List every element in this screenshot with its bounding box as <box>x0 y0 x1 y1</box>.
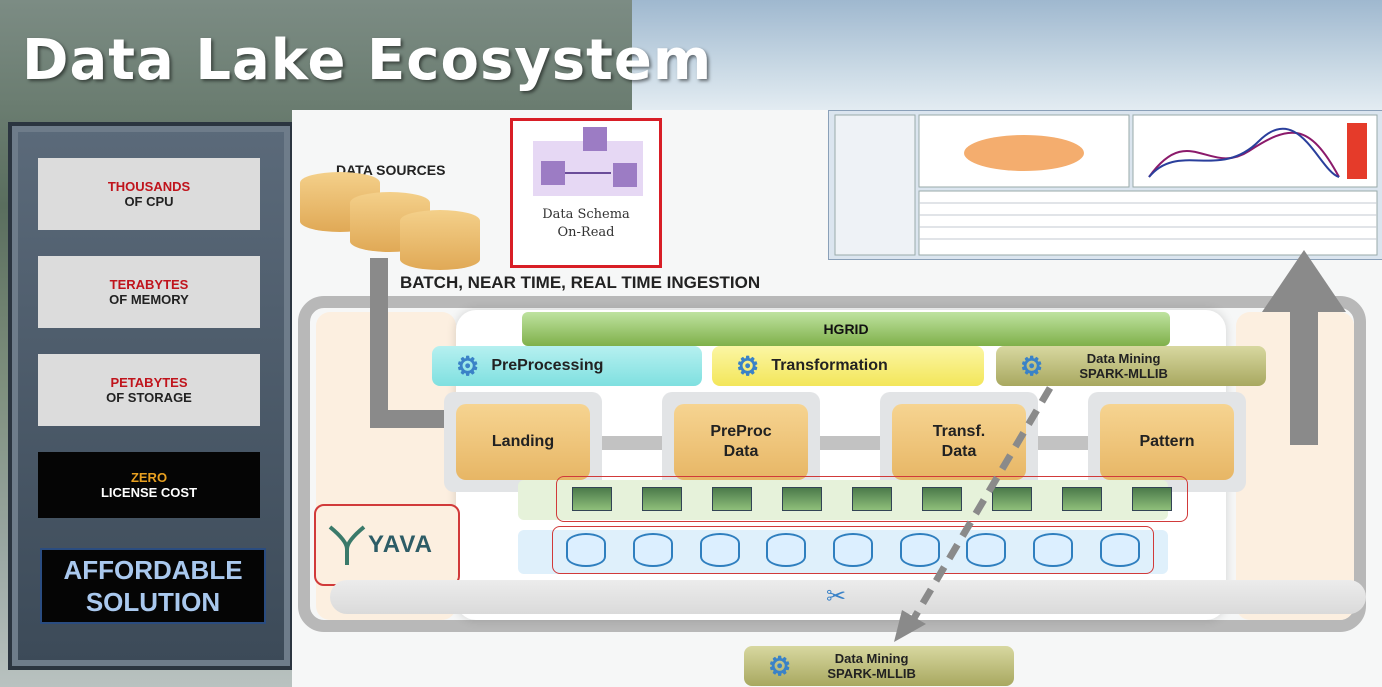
gear-icon: ⚙ <box>1020 350 1044 381</box>
preproc-store: PreProc Data <box>674 404 808 480</box>
stat-card-cpu: THOUSANDS OF CPU <box>38 158 260 230</box>
stat-card-license: ZERO LICENSE COST <box>38 452 260 518</box>
transformation-pill: ⚙ Transformation <box>712 346 984 386</box>
pattern-store: Pattern <box>1100 404 1234 480</box>
server-icon <box>712 487 752 511</box>
server-icon <box>1062 487 1102 511</box>
disk-icon <box>766 533 807 567</box>
hgrid-bar: HGRID <box>522 312 1170 346</box>
yava-logo-icon <box>328 525 366 565</box>
page-title: Data Lake Ecosystem <box>22 28 713 93</box>
yava-label: YAVA <box>368 531 433 558</box>
stat-highlight: ZERO <box>130 470 168 485</box>
disk-icon <box>699 533 740 567</box>
server-icon <box>922 487 962 511</box>
ingest-arrow-shaft <box>370 258 388 428</box>
disk-icon <box>832 533 873 567</box>
server-icon <box>1132 487 1172 511</box>
data-mining-line2: SPARK-MLLIB <box>1079 366 1168 381</box>
stat-text: OF CPU <box>124 194 174 209</box>
stat-highlight: THOUSANDS <box>107 179 191 194</box>
stat-highlight: PETABYTES <box>110 375 188 390</box>
stat-text: OF MEMORY <box>109 292 189 307</box>
store-label: PreProc <box>710 423 772 440</box>
stat-card-storage: PETABYTES OF STORAGE <box>38 354 260 426</box>
preprocessing-pill: ⚙ PreProcessing <box>432 346 702 386</box>
store-label: Landing <box>491 433 555 450</box>
data-mining-pill-bottom: ⚙ Data Mining SPARK-MLLIB <box>744 646 1014 686</box>
data-mining-line1: Data Mining <box>1086 351 1161 366</box>
gear-icon: ⚙ <box>768 650 792 681</box>
disk-icon <box>899 533 940 567</box>
data-mining-line1: Data Mining <box>834 651 909 666</box>
gear-icon: ⚙ <box>456 350 480 381</box>
yava-logo: YAVA <box>314 504 460 586</box>
stat-text: OF STORAGE <box>106 390 192 405</box>
output-arrow-shaft <box>1290 305 1318 445</box>
output-arrow-head <box>1262 250 1346 312</box>
ecosystem-frame <box>298 296 1366 632</box>
analytics-screenshots <box>828 110 1382 260</box>
schema-line1: Data Schema <box>542 207 630 222</box>
affordable-solution-box: AFFORDABLE SOLUTION <box>40 548 266 624</box>
affordable-line1: AFFORDABLE <box>63 555 243 585</box>
affordable-line2: SOLUTION <box>85 587 221 617</box>
disk-icon <box>966 533 1007 567</box>
disk-icon <box>566 533 607 567</box>
disk-icon <box>1099 533 1140 567</box>
schema-line2: On-Read <box>557 225 615 240</box>
landing-store: Landing <box>456 404 590 480</box>
compute-nodes-row <box>556 476 1188 522</box>
server-icon <box>642 487 682 511</box>
data-mining-line2: SPARK-MLLIB <box>827 666 916 681</box>
server-icon <box>852 487 892 511</box>
transformation-label: Transformation <box>771 357 888 374</box>
stat-card-memory: TERABYTES OF MEMORY <box>38 256 260 328</box>
store-label: Data <box>723 443 759 460</box>
tools-icon: ✂ <box>826 583 847 610</box>
ingest-arrow-turn <box>370 410 460 428</box>
compute-band <box>518 480 1168 520</box>
server-icon <box>782 487 822 511</box>
preprocessing-label: PreProcessing <box>491 357 604 374</box>
schema-icon <box>533 127 643 196</box>
ingestion-label: BATCH, NEAR TIME, REAL TIME INGESTION <box>400 273 761 292</box>
server-icon <box>992 487 1032 511</box>
data-mining-pill-top: ⚙ Data Mining SPARK-MLLIB <box>996 346 1266 386</box>
database-icon <box>400 210 480 270</box>
stat-highlight: TERABYTES <box>109 277 189 292</box>
store-label: Pattern <box>1139 433 1195 450</box>
server-icon <box>572 487 612 511</box>
store-label: Transf. <box>932 423 986 440</box>
tools-bar: ✂ <box>330 580 1366 614</box>
storage-disks-row <box>552 526 1154 574</box>
schema-on-read-box: Data Schema On-Read <box>510 118 662 268</box>
sky-background <box>632 0 1382 110</box>
store-label: Data <box>941 443 977 460</box>
disk-icon <box>1032 533 1073 567</box>
data-mining-dashed-arrow <box>894 386 1054 642</box>
disk-icon <box>632 533 673 567</box>
gear-icon: ⚙ <box>736 350 760 381</box>
stat-text: LICENSE COST <box>100 485 198 500</box>
